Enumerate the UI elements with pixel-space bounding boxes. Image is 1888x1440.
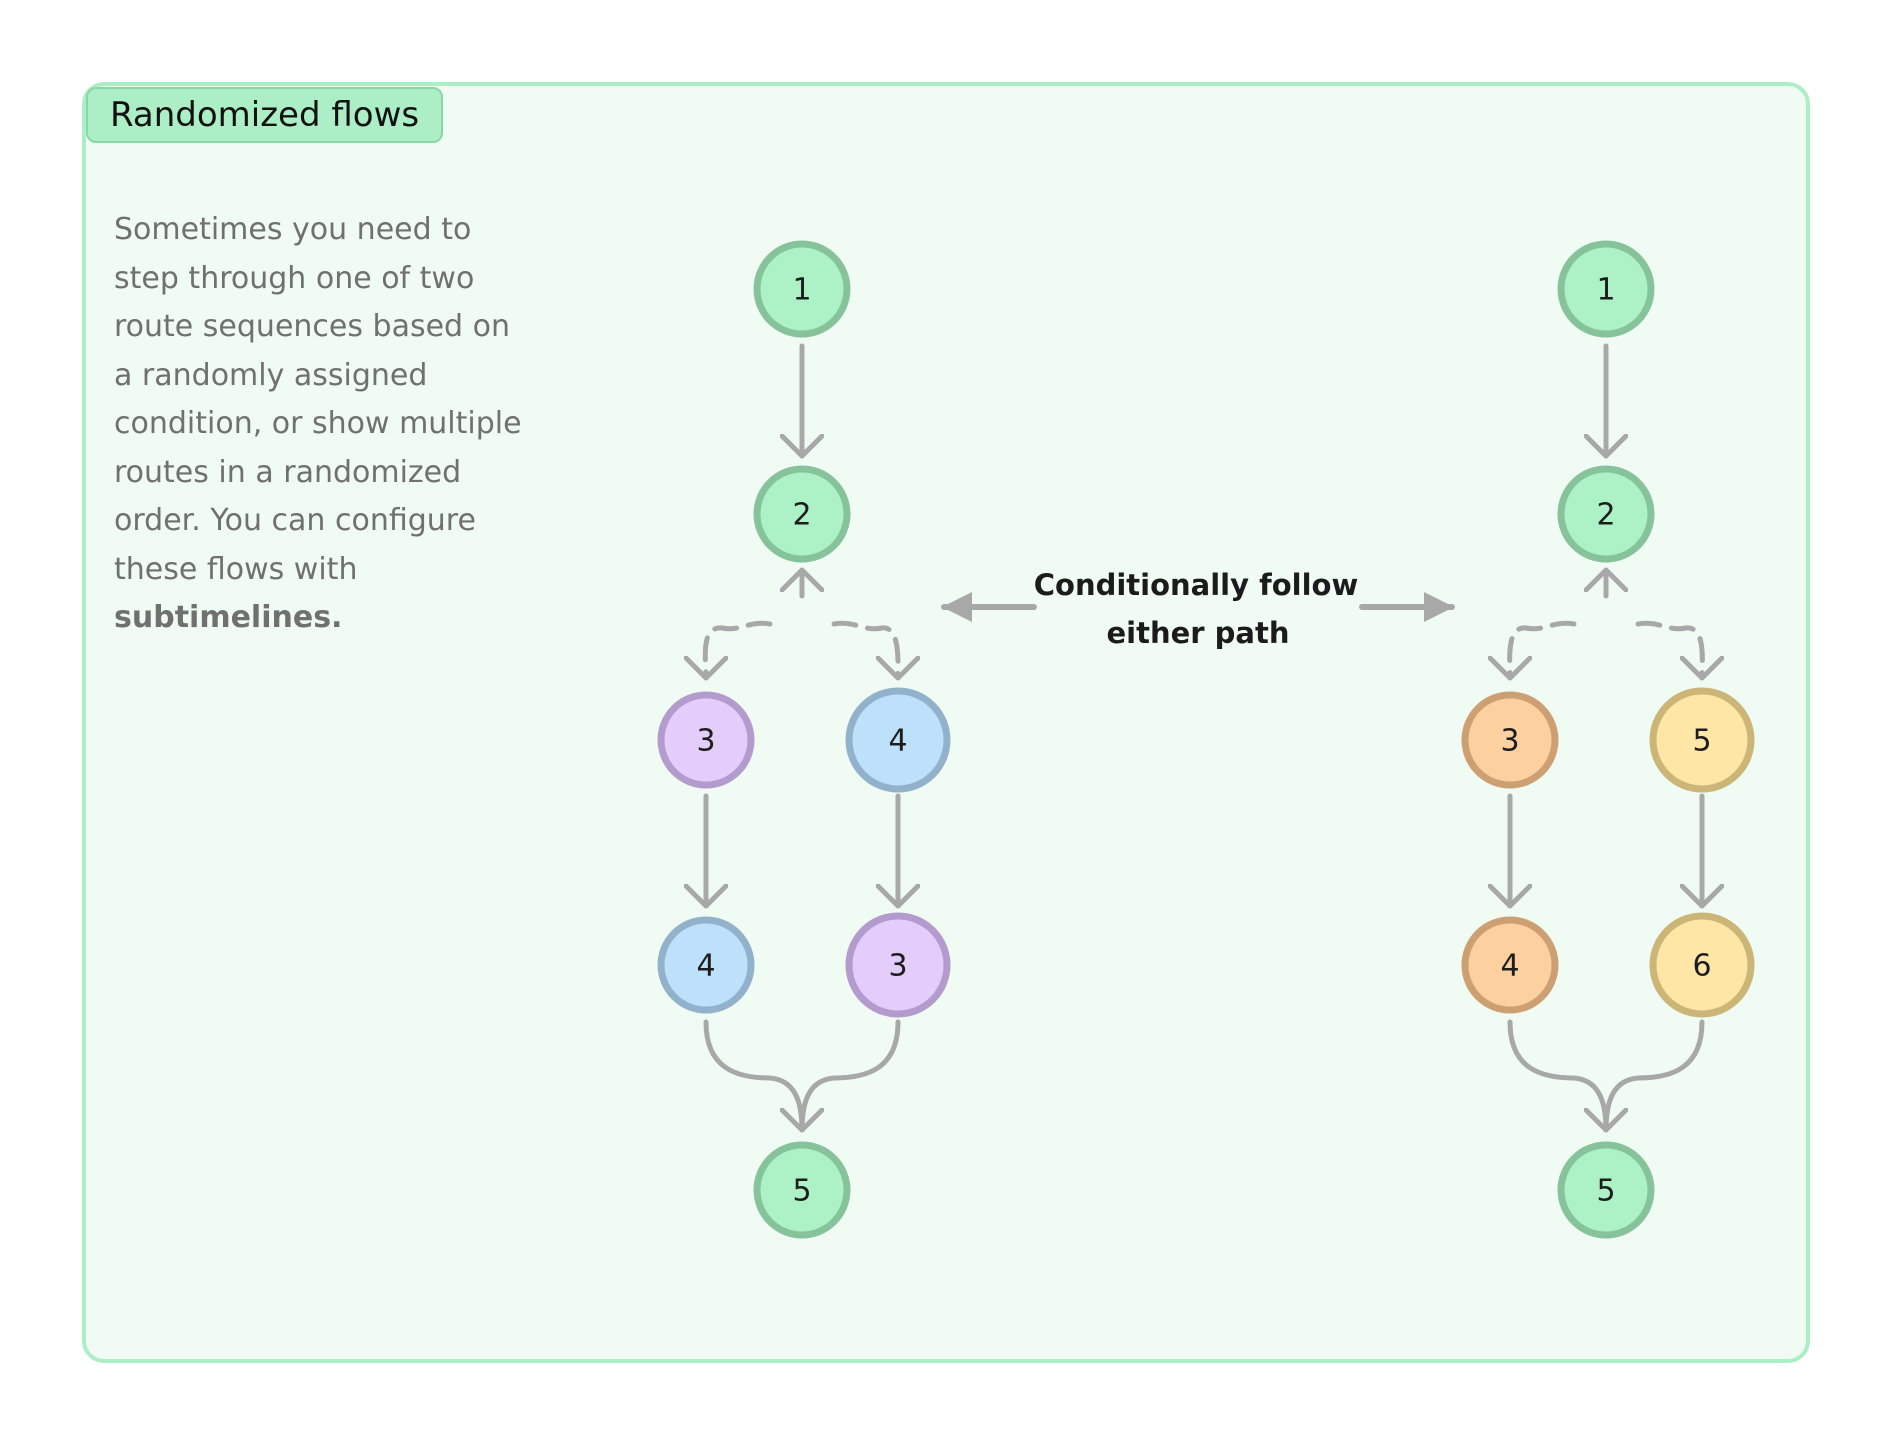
node-circle: [1461, 916, 1559, 1014]
node-label: 3: [1500, 724, 1519, 759]
left-flow-node-5: 4: [657, 916, 755, 1014]
right-flow-node-1: 1: [1557, 240, 1655, 338]
flow-nodes: 1 2 3 4 4 3 5 1 2 3 5 4 6 5: [657, 240, 1755, 1239]
node-circle: [657, 916, 755, 1014]
right-merge-6-5: [1603, 1019, 1705, 1133]
right-branch-to-5: [1635, 620, 1702, 681]
left-flow-node-7: 5: [753, 1141, 851, 1239]
left-flow-node-4: 4: [845, 687, 951, 793]
description-text: Sometimes you need to step through one o…: [114, 212, 522, 587]
node-label: 2: [792, 498, 811, 533]
node-circle: [845, 687, 951, 793]
node-circle: [1557, 465, 1655, 563]
right-flow-node-5: 4: [1461, 916, 1559, 1014]
right-flow-node-4: 5: [1649, 687, 1755, 793]
left-flow-node-2: 2: [753, 465, 851, 563]
description: Sometimes you need to step through one o…: [114, 206, 534, 643]
callout-line-1: Conditionally follow: [1034, 568, 1359, 602]
left-flow-node-6: 3: [845, 912, 951, 1018]
right-flow-node-2: 2: [1557, 465, 1655, 563]
node-label: 4: [696, 949, 715, 984]
left-branch-to-3: [705, 620, 773, 681]
node-circle: [1557, 240, 1655, 338]
node-circle: [657, 691, 755, 789]
left-merge-3-5: [799, 1019, 901, 1133]
callout-line-2: either path: [1106, 616, 1289, 650]
node-label: 3: [888, 949, 907, 984]
node-circle: [845, 912, 951, 1018]
right-flow-node-7: 5: [1557, 1141, 1655, 1239]
node-label: 2: [1596, 498, 1615, 533]
node-circle: [1649, 912, 1755, 1018]
description-emphasis: subtimelines.: [114, 600, 343, 635]
right-branch-to-3: [1510, 620, 1577, 681]
left-merge-4-5: [703, 1019, 802, 1133]
node-label: 1: [1596, 273, 1615, 308]
node-circle: [753, 1141, 851, 1239]
node-label: 3: [696, 724, 715, 759]
left-flow-node-3: 3: [657, 691, 755, 789]
right-flow-node-6: 6: [1649, 912, 1755, 1018]
right-flow-node-3: 3: [1461, 691, 1559, 789]
node-label: 4: [1500, 949, 1519, 984]
right-merge-4-5: [1507, 1019, 1606, 1133]
left-branch-to-4: [831, 620, 898, 681]
node-circle: [1461, 691, 1559, 789]
node-label: 5: [1596, 1174, 1615, 1209]
node-label: 4: [888, 724, 907, 759]
node-circle: [1557, 1141, 1655, 1239]
node-label: 6: [1692, 949, 1711, 984]
node-circle: [753, 465, 851, 563]
node-label: 5: [1692, 724, 1711, 759]
left-flow-connectors: [703, 343, 901, 1133]
node-label: 5: [792, 1174, 811, 1209]
node-label: 1: [792, 273, 811, 308]
panel-title: Randomized flows: [86, 87, 444, 143]
node-circle: [753, 240, 851, 338]
node-circle: [1649, 687, 1755, 793]
left-flow-node-1: 1: [753, 240, 851, 338]
right-flow-connectors: [1507, 343, 1705, 1133]
